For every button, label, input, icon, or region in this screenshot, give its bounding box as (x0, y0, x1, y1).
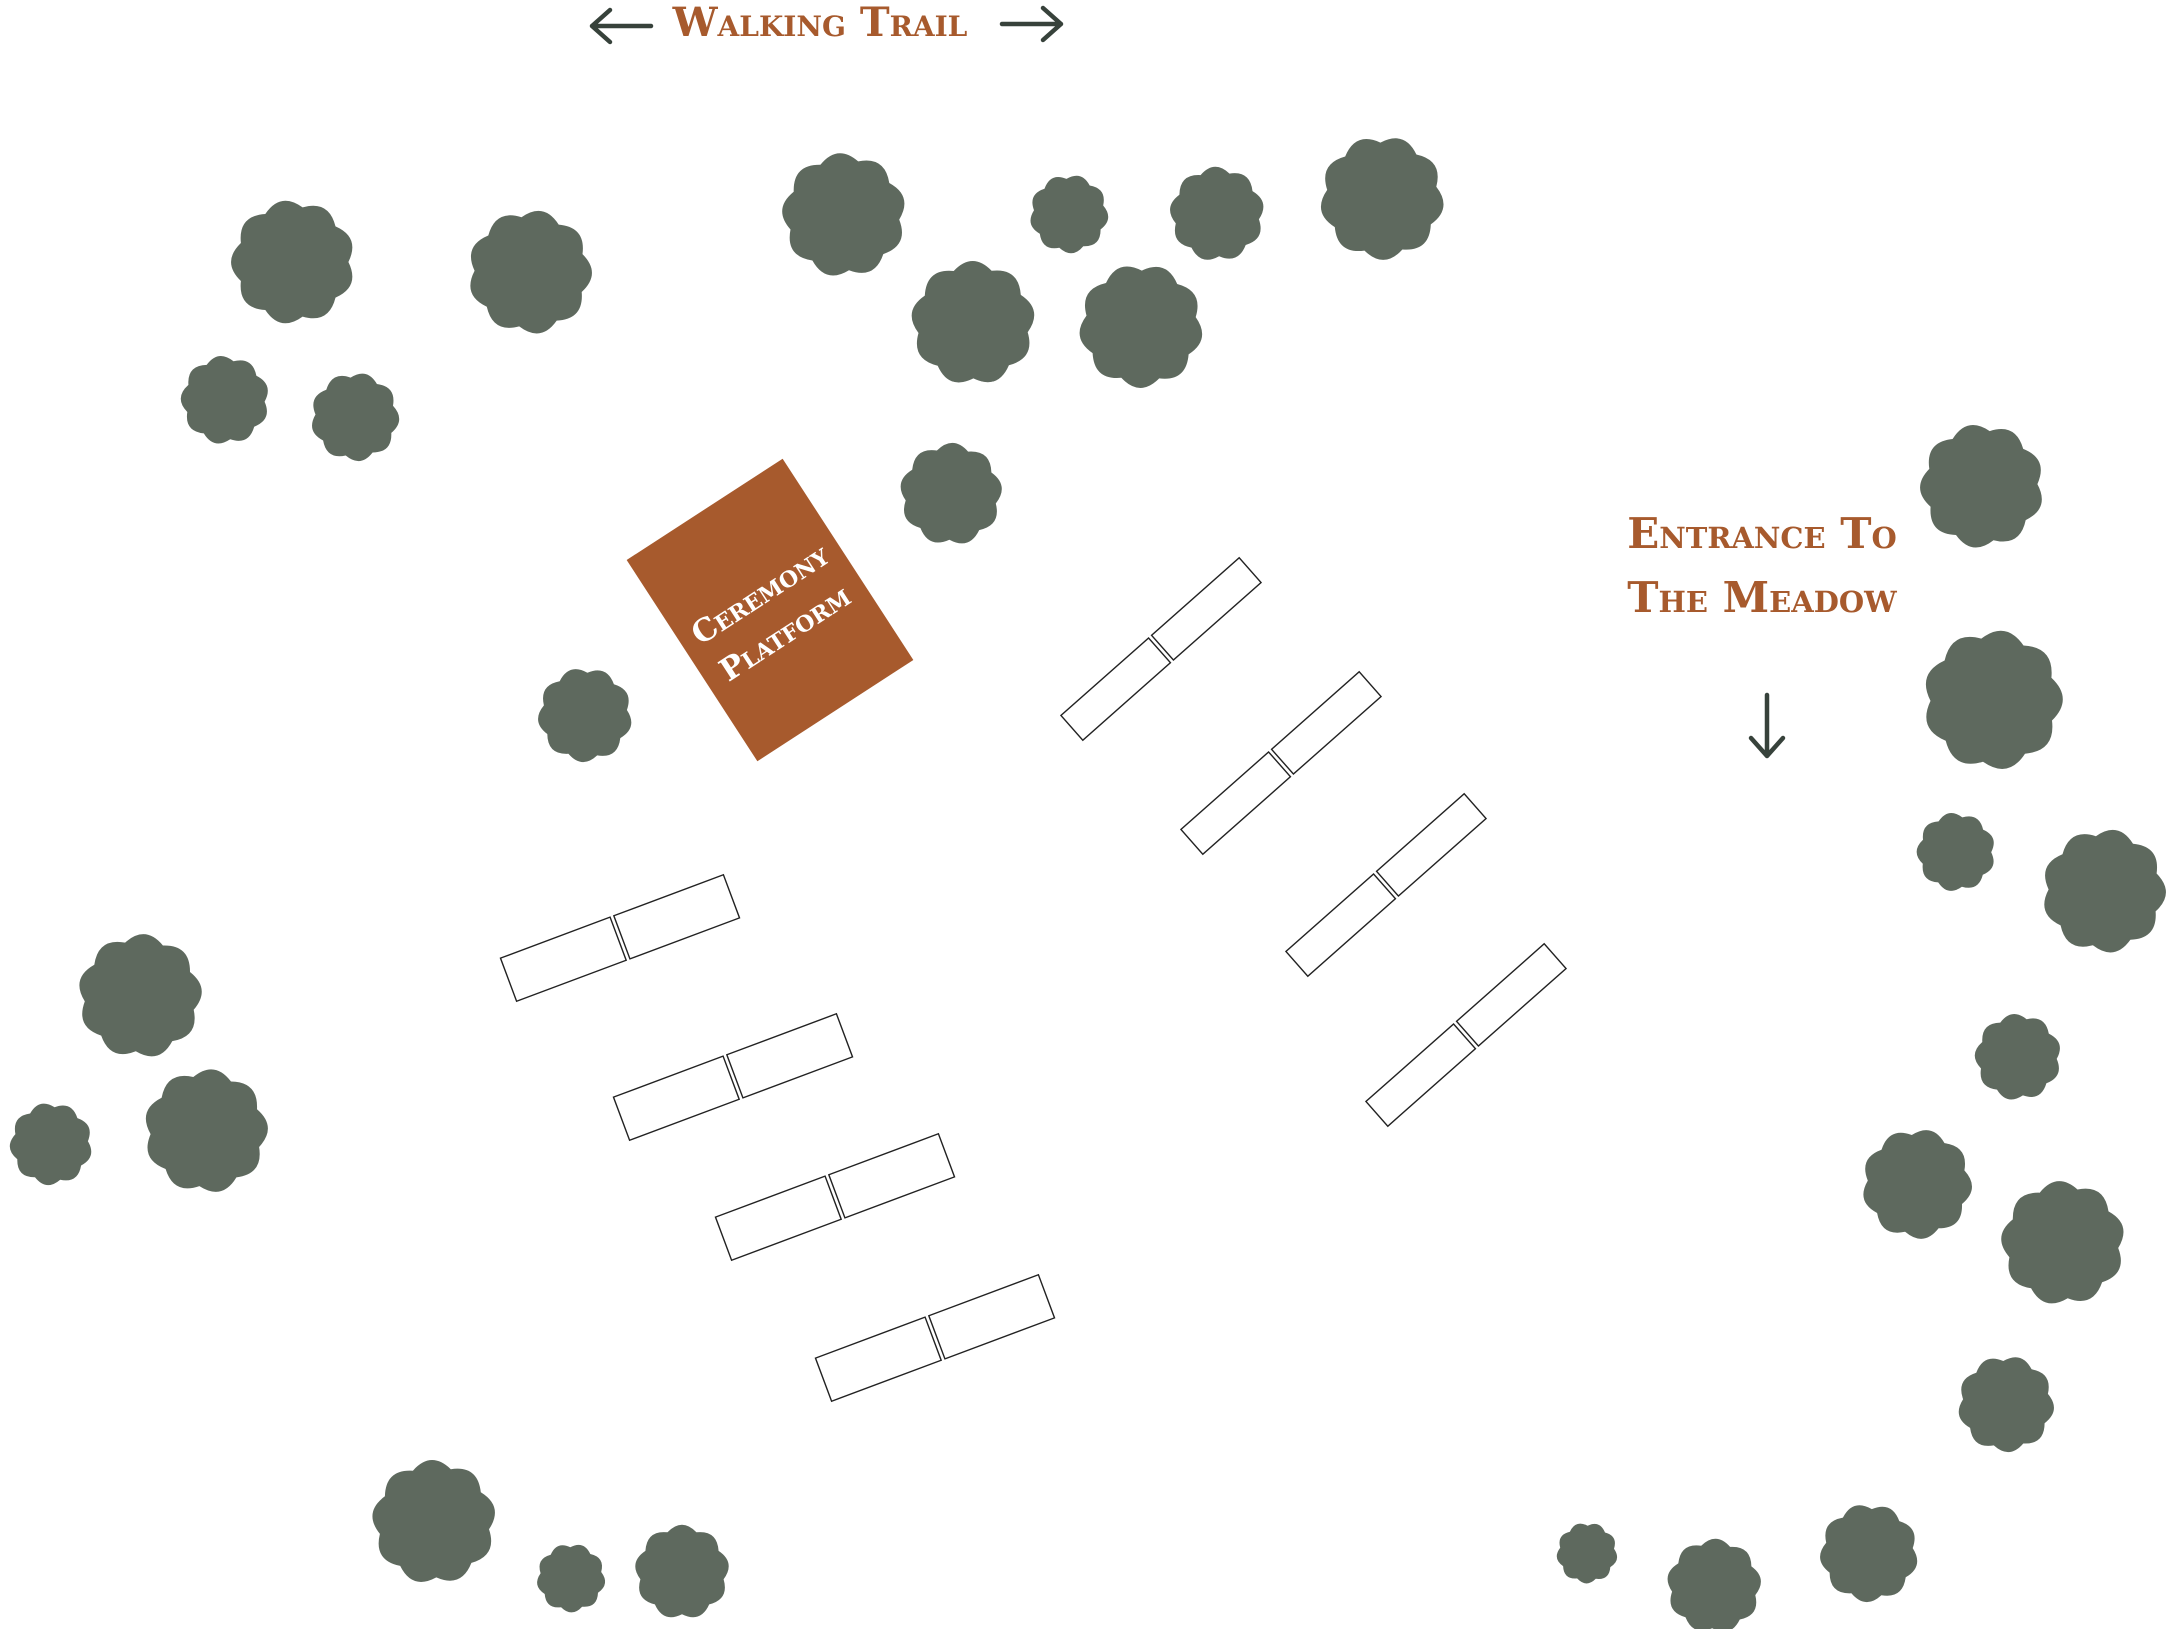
tree-icon (1916, 813, 1994, 891)
tree-icon (635, 1524, 729, 1618)
bench-rows (499, 556, 1568, 1403)
tree-icon (538, 669, 632, 763)
bench (1059, 636, 1172, 742)
bench (612, 873, 741, 960)
bench-row (1059, 556, 1263, 742)
tree-icon (537, 1544, 606, 1613)
bench-row (814, 1273, 1056, 1403)
bench-row (612, 1012, 854, 1142)
entrance-sign: Entrance To The Meadow (1627, 509, 1897, 759)
tree-icon (1925, 630, 2063, 769)
tree-icon (312, 373, 400, 462)
bench (1270, 670, 1383, 776)
tree-icon (145, 1069, 268, 1192)
bench (714, 1175, 843, 1262)
tree-group (9, 138, 2166, 1629)
ceremony-platform-shape (626, 458, 914, 762)
bench (1179, 750, 1292, 856)
bench (1364, 1022, 1477, 1128)
walking-trail-sign: Walking Trail (589, 0, 1064, 46)
tree-icon (231, 200, 353, 324)
tree-icon (1556, 1523, 1618, 1584)
bench (1150, 556, 1263, 662)
bench-row (1364, 942, 1568, 1128)
tree-icon (1958, 1357, 2054, 1453)
walking-trail-label: Walking Trail (672, 0, 968, 46)
tree-icon (180, 356, 268, 444)
tree-icon (1079, 266, 1203, 388)
tree-icon (79, 934, 202, 1057)
entrance-label-line1: Entrance To (1627, 509, 1897, 558)
tree-icon (911, 261, 1035, 383)
tree-icon (2001, 1181, 2124, 1304)
tree-icon (1820, 1505, 1918, 1603)
tree-icon (372, 1460, 495, 1582)
bench (1284, 872, 1397, 978)
entrance-label-line2: The Meadow (1627, 573, 1897, 622)
ceremony-platform: Ceremony Platform (626, 458, 914, 762)
arrow-left-icon (589, 7, 654, 45)
bench (1455, 942, 1568, 1048)
tree-icon (1974, 1013, 2060, 1100)
bench-row (1284, 792, 1488, 978)
bench (827, 1132, 956, 1219)
tree-icon (470, 210, 592, 334)
tree-icon (1030, 175, 1109, 254)
arrow-down-icon (1748, 692, 1786, 759)
tree-icon (1920, 425, 2042, 548)
tree-icon (1667, 1538, 1761, 1629)
bench (612, 1055, 741, 1142)
tree-icon (9, 1103, 92, 1186)
bench (814, 1316, 943, 1403)
tree-icon (1320, 138, 1444, 260)
bench (1375, 792, 1488, 898)
bench (927, 1273, 1056, 1360)
bench-row (1179, 670, 1383, 856)
tree-icon (782, 153, 905, 276)
tree-icon (1170, 166, 1264, 260)
tree-icon (1863, 1130, 1972, 1239)
tree-icon (900, 442, 1002, 544)
bench (725, 1012, 854, 1099)
arrow-right-icon (999, 5, 1064, 43)
bench-row (714, 1132, 956, 1262)
tree-icon (2044, 829, 2166, 953)
bench-row (499, 873, 741, 1003)
bench (499, 916, 628, 1003)
